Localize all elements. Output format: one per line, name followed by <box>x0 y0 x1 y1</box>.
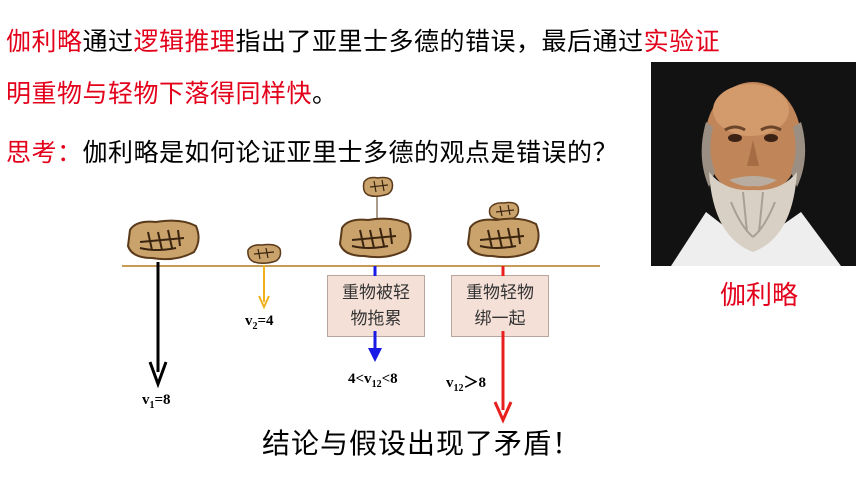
v1-prefix: v <box>142 392 150 408</box>
intro-seg: 明重物与轻物下落得同样快 <box>6 79 313 108</box>
galileo-portrait-drawing <box>651 62 856 266</box>
box-tied-line-1: 重物轻物 <box>466 283 534 303</box>
v12b-suffix: ＞8 <box>463 375 487 391</box>
intro-seg: 伽利略 <box>6 27 83 56</box>
v1-suffix: =8 <box>154 392 171 408</box>
v2-sub: 2 <box>252 321 258 332</box>
portrait-caption: 伽利略 <box>720 281 799 311</box>
intro-seg: 通过 <box>82 27 134 56</box>
v12a-sub: 12 <box>371 379 382 390</box>
ground-line <box>122 265 600 267</box>
question-text: 伽利略是如何论证亚里士多德的观点是错误的？ <box>82 138 619 167</box>
light-stone <box>247 243 282 265</box>
box-tied-line-2: 绑一起 <box>474 309 526 329</box>
intro-seg: 实验证 <box>643 27 721 56</box>
arrow-heavy-head <box>148 361 168 389</box>
v12a-prefix: 4<v <box>348 371 372 387</box>
intro-line-1: 伽利略通过逻辑推理指出了亚里士多德的错误，最后通过实验证 <box>6 22 720 58</box>
intro-line-2: 明重物与轻物下落得同样快。 <box>6 74 338 110</box>
intro-seg: 。 <box>312 79 338 108</box>
arrow-tied-head <box>493 401 513 424</box>
intro-seg: 逻辑推理 <box>133 27 236 56</box>
box-dragged-line-2: 物拖累 <box>350 309 402 329</box>
heavy-stone-1 <box>126 219 200 261</box>
box-tied: 重物轻物 绑一起 <box>451 275 549 337</box>
v2-label: v2=4 <box>245 313 274 332</box>
v12a-suffix: <8 <box>381 371 398 387</box>
galileo-portrait <box>651 62 856 266</box>
v12b-prefix: v <box>446 375 454 391</box>
box-dragged: 重物被轻 物拖累 <box>327 275 425 337</box>
conclusion: 结论与假设出现了矛盾！ <box>262 427 582 460</box>
v12-tied-label: v12＞8 <box>446 371 486 394</box>
question-label: 思考： <box>6 138 83 167</box>
tied-stones-1 <box>338 176 412 259</box>
arrow-dragged-head <box>368 348 382 362</box>
v1-label: v1=8 <box>142 392 171 411</box>
v2-suffix: =4 <box>257 313 274 329</box>
v2-prefix: v <box>245 313 253 329</box>
arrow-light-head <box>258 295 270 310</box>
tied-stones-2 <box>466 201 540 259</box>
intro-seg: 指出了亚里士多德的错误，最后通过 <box>235 27 644 56</box>
v1-sub: 1 <box>149 400 155 411</box>
question: 思考：伽利略是如何论证亚里士多德的观点是错误的？ <box>6 133 618 169</box>
v12-dragged-label: 4<v12<8 <box>348 371 398 390</box>
box-dragged-line-1: 重物被轻 <box>342 283 410 303</box>
v12b-sub: 12 <box>453 383 464 394</box>
